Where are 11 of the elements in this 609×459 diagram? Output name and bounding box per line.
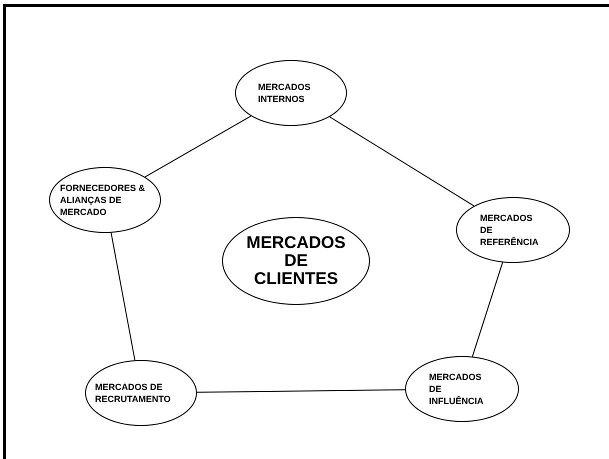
connector-line xyxy=(472,262,504,358)
connector-line xyxy=(329,116,474,206)
connector-line xyxy=(196,389,406,393)
node-label: MERCADOS DE REFERÊNCIA xyxy=(480,212,540,248)
node-label: MERCADOS INTERNOS xyxy=(258,81,312,105)
node-label: MERCADOS DE RECRUTAMENTO xyxy=(95,381,172,405)
connector-line xyxy=(144,116,252,178)
node-label: MERCADOS DE CLIENTES xyxy=(246,234,346,288)
connector-line xyxy=(110,232,136,361)
node-label: MERCADOS DE INFLUÊNCIA xyxy=(429,371,484,407)
node-label: FORNECEDORES & ALIANÇAS DE MERCADO xyxy=(60,182,146,218)
